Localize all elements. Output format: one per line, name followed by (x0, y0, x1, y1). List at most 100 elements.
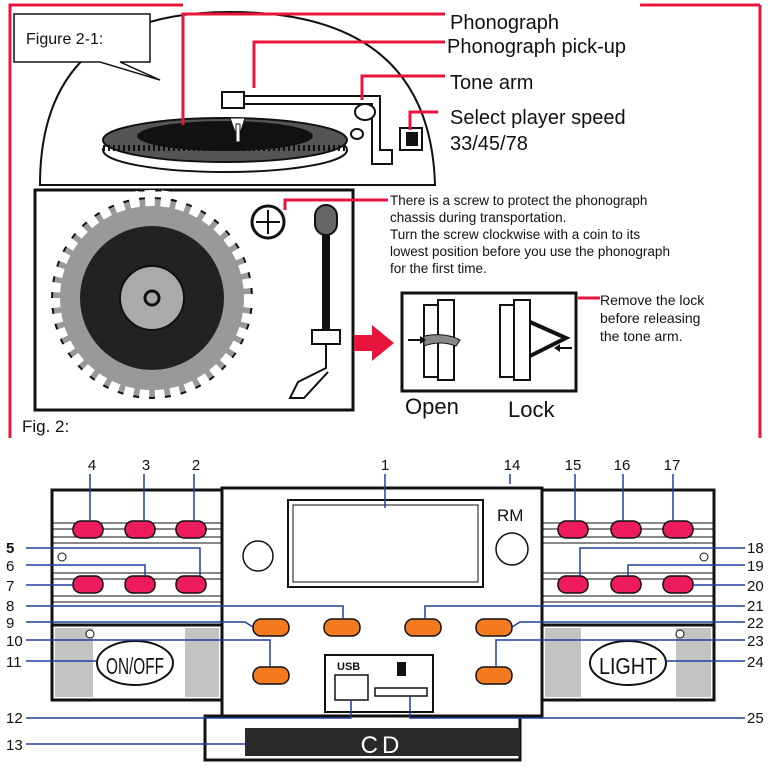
leader-phonograph (181, 12, 445, 125)
remote-sensor (495, 532, 529, 566)
arm-rest (350, 128, 364, 140)
button-5[interactable] (175, 575, 207, 594)
button-10[interactable] (252, 666, 290, 685)
label-speed-values: 33/45/78 (450, 133, 528, 155)
callout-23: 23 (747, 633, 764, 650)
label-fig2: Fig. 2: (22, 417, 69, 436)
lock-post-right (513, 299, 531, 381)
open-lock-latch (423, 334, 461, 347)
callout-20: 20 (747, 578, 764, 595)
lock-note-line: the tone arm. (600, 328, 683, 344)
screw-note-line: chassis during transportation. (390, 210, 566, 225)
arrow-right-icon (354, 325, 394, 361)
button-20[interactable] (662, 575, 694, 594)
lock-note-line: Remove the lock (600, 292, 705, 308)
lock-note: Remove the lock before releasing the ton… (600, 292, 708, 344)
pickup-head (221, 91, 245, 109)
button-15[interactable] (557, 520, 589, 539)
button-18[interactable] (557, 575, 589, 594)
lock-latch (529, 320, 571, 358)
button-3[interactable] (124, 520, 156, 539)
left-screw-icon (57, 552, 67, 562)
label-lock: Lock (508, 397, 555, 422)
usb-label: USB (337, 661, 360, 673)
left-lower-screw-icon (85, 629, 95, 639)
callout-leaders (26, 474, 745, 745)
screw-note-line: lowest position before you use the phono… (390, 244, 670, 259)
left-callout-numbers: 5 6 7 8 9 10 11 12 13 (6, 540, 23, 754)
callout-17: 17 (664, 457, 681, 474)
orange-buttons (252, 618, 513, 685)
button-7[interactable] (72, 575, 104, 594)
cd-label: CD (361, 732, 404, 759)
record (137, 121, 313, 151)
callout-13: 13 (6, 737, 23, 754)
right-screw-icon (699, 552, 709, 562)
card-slot[interactable] (374, 687, 428, 697)
figure-2-1: Figure 2-1: Phonograph Phonograph pick-u… (8, 3, 762, 438)
top-arm-headshell (288, 344, 329, 399)
arm-pivot (354, 103, 376, 121)
top-arm-pivot (314, 204, 338, 236)
screw-note: There is a screw to protect the phonogra… (390, 193, 674, 276)
lock-post-left (499, 304, 515, 378)
callout-7: 7 (6, 578, 14, 595)
pink-buttons (72, 520, 694, 594)
left-side-panel (50, 488, 224, 627)
button-22[interactable] (475, 618, 513, 637)
spindle (235, 123, 241, 143)
open-lock-arrowhead (420, 336, 426, 344)
top-platter-knurl (44, 190, 260, 406)
screw-note-line: Turn the screw clockwise with a coin to … (390, 227, 640, 242)
on-off-button[interactable] (96, 640, 174, 686)
top-arm-lock (311, 329, 341, 345)
cd-slot[interactable] (245, 728, 520, 756)
figure-label: Figure 2-1: (26, 31, 103, 48)
callout-24: 24 (747, 654, 764, 671)
callout-11: 11 (6, 654, 22, 671)
button-4[interactable] (72, 520, 104, 539)
callout-1: 1 (381, 457, 389, 474)
button-8[interactable] (323, 618, 361, 637)
lock-arrowhead (554, 344, 560, 352)
figure-border (8, 3, 762, 438)
center-panel (220, 486, 544, 718)
right-lower-screw-icon (675, 629, 685, 639)
button-16[interactable] (610, 520, 642, 539)
on-off-label: ON/OFF (106, 653, 164, 679)
label-pickup: Phonograph pick-up (447, 36, 626, 58)
callout-16: 16 (614, 457, 631, 474)
label-tonearm: Tone arm (450, 72, 533, 94)
button-19[interactable] (610, 575, 642, 594)
tone-arm (227, 95, 393, 165)
button-23[interactable] (475, 666, 513, 685)
callout-21: 21 (747, 598, 764, 615)
light-button[interactable] (589, 640, 667, 686)
leader-tonearm (360, 74, 445, 100)
light-label: LIGHT (599, 653, 657, 679)
button-9[interactable] (252, 618, 290, 637)
leader-speed (408, 110, 438, 130)
callout-4: 4 (88, 457, 96, 474)
right-side-panel (540, 488, 716, 627)
lock-note-line: before releasing (600, 310, 700, 326)
button-17[interactable] (662, 520, 694, 539)
button-6[interactable] (124, 575, 156, 594)
top-callout-numbers: 4 3 2 1 14 15 16 17 (88, 457, 681, 474)
usb-port[interactable] (334, 674, 369, 701)
leader-screw (283, 198, 388, 210)
button-2[interactable] (175, 520, 207, 539)
callout-25: 25 (747, 710, 764, 727)
callout-10: 10 (6, 633, 23, 650)
screw-note-line: There is a screw to protect the phonogra… (390, 193, 647, 208)
top-spindle (143, 289, 161, 307)
callout-5: 5 (6, 540, 14, 557)
screw-note-line: for the first time. (390, 261, 487, 276)
button-21[interactable] (404, 618, 442, 637)
callout-9: 9 (6, 615, 14, 632)
callout-19: 19 (747, 558, 764, 575)
speed-selector-knob (406, 132, 418, 146)
callout-14: 14 (504, 457, 521, 474)
callout-22: 22 (747, 615, 764, 632)
